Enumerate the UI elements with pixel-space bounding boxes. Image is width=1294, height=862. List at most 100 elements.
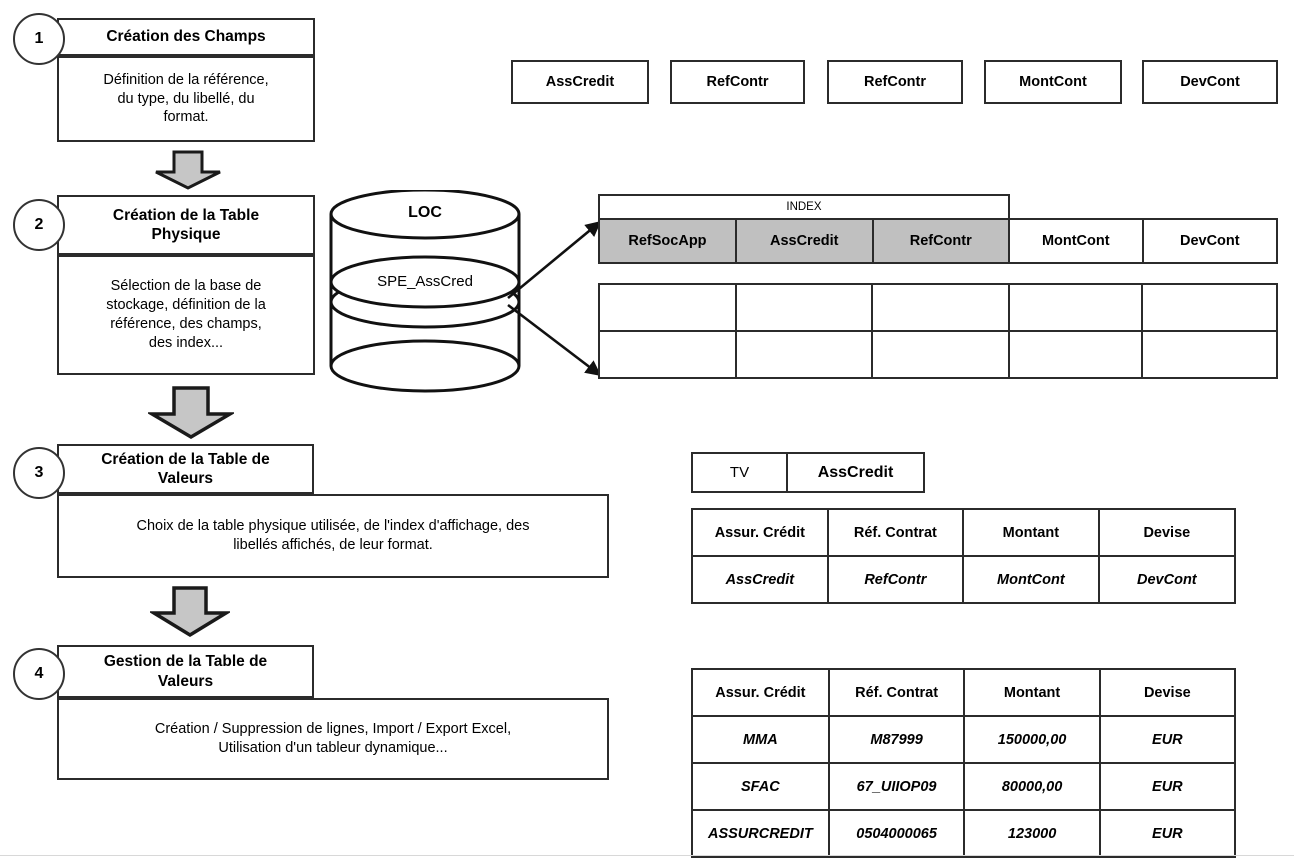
step-1-body-box: Définition de la référence, du type, du … [57, 56, 315, 142]
value-table-reference-box: TV AssCredit [691, 452, 925, 493]
step-3-body: Choix de la table physique utilisée, de … [136, 518, 530, 553]
table-cell [734, 330, 874, 379]
value-table-name: AssCredit [786, 452, 925, 493]
physical-table-body [598, 283, 1278, 379]
table-cell: MMA [691, 715, 830, 764]
table-row-columns: RefSocApp AssCredit RefContr MontCont De… [598, 218, 1279, 264]
table-cell [1141, 283, 1278, 332]
step-4-body-box: Création / Suppression de lignes, Import… [57, 698, 609, 780]
table-row: SFAC 67_UIIOP09 80000,00 EUR [691, 762, 1237, 811]
step-number-2-label: 2 [34, 216, 44, 233]
spacer-cell [1009, 195, 1143, 219]
physical-column-devcont: DevCont [1141, 218, 1279, 264]
table-cell [1141, 330, 1278, 379]
value-table-definition: Assur. Crédit Réf. Contrat Montant Devis… [691, 508, 1237, 604]
field-box-refcontr-2: RefContr [827, 60, 963, 104]
field-box-devcont: DevCont [1142, 60, 1278, 104]
step-1-title: Création des Champs [106, 28, 266, 46]
column-header-assur-credit: Assur. Crédit [691, 508, 829, 557]
spacer-cell [1143, 195, 1277, 219]
table-cell: 67_UIIOP09 [827, 762, 966, 811]
table-header-row: Assur. Crédit Réf. Contrat Montant Devis… [691, 668, 1237, 717]
table-row [598, 330, 1278, 379]
field-label: DevCont [1180, 74, 1240, 90]
index-label-cell: INDEX [598, 194, 1010, 220]
column-header-montant: Montant [962, 508, 1100, 557]
table-cell [598, 330, 737, 379]
step-3-title: Création de la Table de Valeurs [101, 450, 270, 487]
table-cell [871, 330, 1010, 379]
column-header-devise: Devise [1097, 508, 1237, 557]
physical-column-asscredit: AssCredit [734, 218, 874, 264]
table-cell: EUR [1098, 762, 1237, 811]
step-2-title-box: Création de la Table Physique [57, 195, 315, 255]
step-2-body-box: Sélection de la base de stockage, défini… [57, 255, 315, 375]
step-3-title-box: Création de la Table de Valeurs [57, 444, 314, 494]
flow-arrow-3-to-4 [150, 586, 230, 638]
table-cell [871, 283, 1010, 332]
column-header-assur-credit: Assur. Crédit [691, 668, 830, 717]
physical-column-montcont: MontCont [1007, 218, 1144, 264]
table-cell: AssCredit [691, 555, 829, 604]
physical-table-header: INDEX RefSocApp AssCredit RefContr MontC… [598, 194, 1279, 264]
column-header-ref-contrat: Réf. Contrat [827, 668, 966, 717]
column-header-devise: Devise [1098, 668, 1237, 717]
table-row: ASSURCREDIT 0504000065 123000 EUR [691, 809, 1237, 858]
field-label: RefContr [706, 74, 769, 90]
table-row: MMA M87999 150000,00 EUR [691, 715, 1237, 764]
column-header-montant: Montant [963, 668, 1101, 717]
table-row: TV AssCredit [691, 452, 925, 493]
step-number-4-label: 4 [34, 665, 44, 682]
field-label: RefContr [863, 74, 927, 90]
step-4-title: Gestion de la Table de Valeurs [103, 653, 268, 690]
field-label: MontCont [1019, 74, 1087, 90]
database-table-name: SPE_AssCred [377, 273, 473, 290]
step-1-body: Définition de la référence, du type, du … [103, 71, 269, 126]
value-table-type-label: TV [691, 452, 788, 493]
step-4-body: Création / Suppression de lignes, Import… [154, 721, 512, 756]
flow-arrow-1-to-2 [152, 150, 224, 190]
table-row: AssCredit RefContr MontCont DevCont [691, 555, 1237, 604]
table-cell: M87999 [827, 715, 966, 764]
table-header-row: Assur. Crédit Réf. Contrat Montant Devis… [691, 508, 1237, 557]
step-2-body: Sélection de la base de stockage, défini… [106, 278, 266, 351]
table-cell: 123000 [963, 809, 1101, 858]
table-cell: 150000,00 [963, 715, 1101, 764]
value-table-data: Assur. Crédit Réf. Contrat Montant Devis… [691, 668, 1237, 858]
table-cell: 80000,00 [963, 762, 1101, 811]
step-number-1-label: 1 [34, 30, 44, 47]
step-4-title-box: Gestion de la Table de Valeurs [57, 645, 314, 698]
database-cylinder-icon: LOC SPE_AssCred [325, 190, 525, 395]
step-1-title-box: Création des Champs [57, 18, 315, 56]
table-cell: 0504000065 [827, 809, 966, 858]
table-cell [734, 283, 874, 332]
flow-arrow-2-to-3 [148, 386, 234, 440]
step-3-body-box: Choix de la table physique utilisée, de … [57, 494, 609, 578]
table-cell: SFAC [691, 762, 830, 811]
table-cell: MontCont [962, 555, 1100, 604]
column-header-ref-contrat: Réf. Contrat [826, 508, 965, 557]
table-cell: ASSURCREDIT [691, 809, 830, 858]
step-number-3-label: 3 [34, 464, 44, 481]
step-number-2: 2 [13, 199, 65, 251]
table-cell [1007, 283, 1144, 332]
table-row-index: INDEX [598, 194, 1277, 220]
table-row [598, 283, 1278, 332]
table-cell [1007, 330, 1144, 379]
step-2-title: Création de la Table Physique [112, 206, 260, 243]
table-cell: EUR [1098, 715, 1237, 764]
field-label: AssCredit [545, 74, 615, 90]
step-number-4: 4 [13, 648, 65, 700]
table-cell: EUR [1098, 809, 1237, 858]
table-cell [598, 283, 737, 332]
database-name: LOC [408, 204, 442, 221]
field-box-montcont: MontCont [984, 60, 1122, 104]
table-cell: DevCont [1097, 555, 1237, 604]
field-box-refcontr-1: RefContr [670, 60, 805, 104]
field-box-asscredit: AssCredit [511, 60, 649, 104]
step-number-3: 3 [13, 447, 65, 499]
physical-column-refsocapp: RefSocApp [598, 218, 737, 264]
step-number-1: 1 [13, 13, 65, 65]
table-cell: RefContr [826, 555, 965, 604]
footer-divider [0, 855, 1294, 856]
